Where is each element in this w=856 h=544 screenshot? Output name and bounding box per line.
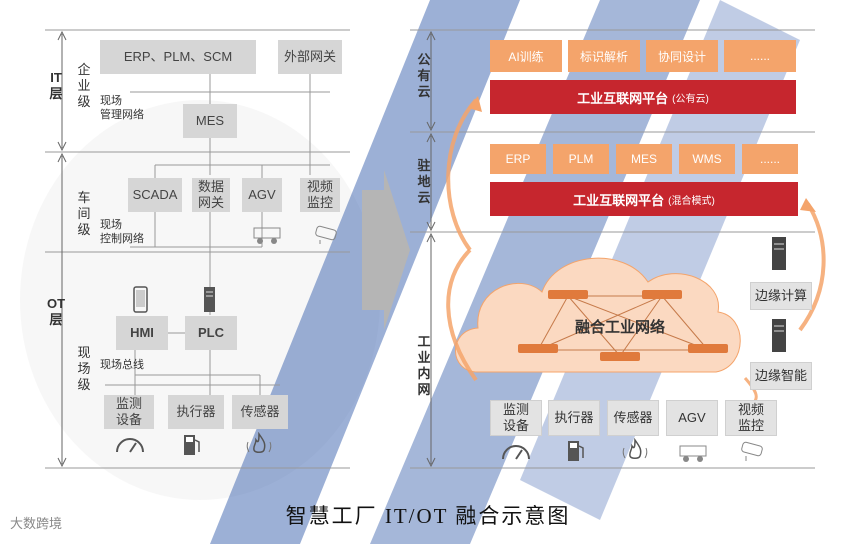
- actuator-box: 执行器: [168, 395, 224, 429]
- platform-hybrid-bar: 工业互联网平台(混合模式): [490, 182, 798, 216]
- router-icon: [518, 344, 558, 353]
- field-control-network-label: 现场 控制网络: [100, 219, 144, 245]
- external-gateway-box: 外部网关: [278, 40, 342, 74]
- agv-cart-icon: [253, 227, 281, 244]
- platform-public-label: 工业互联网平台: [577, 90, 669, 106]
- figure-caption: 智慧工厂 IT/OT 融合示意图: [285, 504, 571, 528]
- device-sensor: 传感器: [607, 400, 659, 436]
- public-app-collab-design: 协同设计: [646, 40, 718, 72]
- router-icon: [688, 344, 728, 353]
- gauge-icon: [116, 438, 144, 453]
- router-icon: [548, 290, 588, 299]
- fire-icon: [246, 432, 272, 453]
- field-level-label: 现场级: [77, 345, 91, 392]
- device-monitor: 监测 设备: [490, 400, 542, 436]
- fire-icon: [622, 438, 648, 459]
- transition-arrow: [362, 170, 410, 330]
- onsite-app-plm: PLM: [553, 144, 609, 174]
- device-actuator: 执行器: [548, 400, 600, 436]
- public-app-ai-training: AI训练: [490, 40, 562, 72]
- hmi-box: HMI: [116, 316, 168, 350]
- onsite-app-wms: WMS: [679, 144, 735, 174]
- edge-intelligence-box: 边缘智能: [750, 362, 812, 390]
- server-tower-icon: [204, 287, 215, 312]
- public-app-more: ......: [724, 40, 796, 72]
- device-video-monitor: 视频 监控: [725, 400, 777, 436]
- edge-compute-box: 边缘计算: [750, 282, 812, 310]
- gauge-icon: [502, 445, 530, 460]
- onsite-app-erp: ERP: [490, 144, 546, 174]
- onsite-app-more: ......: [742, 144, 798, 174]
- cctv-camera-icon: [315, 225, 337, 244]
- agv-cart-icon: [679, 445, 707, 462]
- phone-icon: [133, 286, 148, 313]
- platform-public-cloud-bar: 工业互联网平台(公有云): [490, 80, 796, 114]
- onsite-cloud-label: 驻地云: [417, 158, 431, 205]
- monitor-device-box: 监测 设备: [104, 395, 154, 429]
- onsite-app-mes: MES: [616, 144, 672, 174]
- cctv-camera-icon: [741, 441, 763, 461]
- server-tower-icon: [772, 319, 786, 352]
- server-tower-icon: [772, 237, 786, 270]
- fuel-pump-icon: [184, 435, 200, 455]
- field-bus-label: 现场总线: [100, 359, 144, 371]
- device-agv: AGV: [666, 400, 718, 436]
- brand-logo: 大数跨境: [10, 516, 63, 531]
- agv-box: AGV: [242, 178, 282, 212]
- video-monitor-box: 视频 监控: [300, 178, 340, 212]
- it-layer-label: IT层: [49, 70, 63, 101]
- fusion-network-label: 融合工业网络: [574, 319, 665, 336]
- plc-box: PLC: [185, 316, 237, 350]
- workshop-level-label: 车间级: [77, 190, 91, 237]
- fuel-pump-icon: [568, 441, 584, 461]
- router-icon: [600, 352, 640, 361]
- sensor-box: 传感器: [232, 395, 288, 429]
- cloud-icon: [455, 257, 741, 373]
- data-gateway-box: 数据 网关: [192, 178, 230, 212]
- enterprise-level-label: 企业级: [77, 62, 91, 109]
- mes-box: MES: [183, 104, 237, 138]
- router-icon: [642, 290, 682, 299]
- platform-hybrid-tag: (混合模式): [668, 195, 715, 207]
- erp-plm-scm-box: ERP、PLM、SCM: [100, 40, 256, 74]
- scada-box: SCADA: [128, 178, 182, 212]
- platform-public-tag: (公有云): [672, 93, 709, 105]
- industrial-intranet-label: 工业内网: [417, 334, 431, 397]
- field-mgmt-network-label: 现场 管理网络: [100, 95, 144, 121]
- ot-layer-label: OT层: [46, 296, 66, 327]
- public-app-id-resolution: 标识解析: [568, 40, 640, 72]
- public-cloud-label: 公有云: [417, 52, 431, 99]
- platform-hybrid-label: 工业互联网平台: [573, 192, 665, 208]
